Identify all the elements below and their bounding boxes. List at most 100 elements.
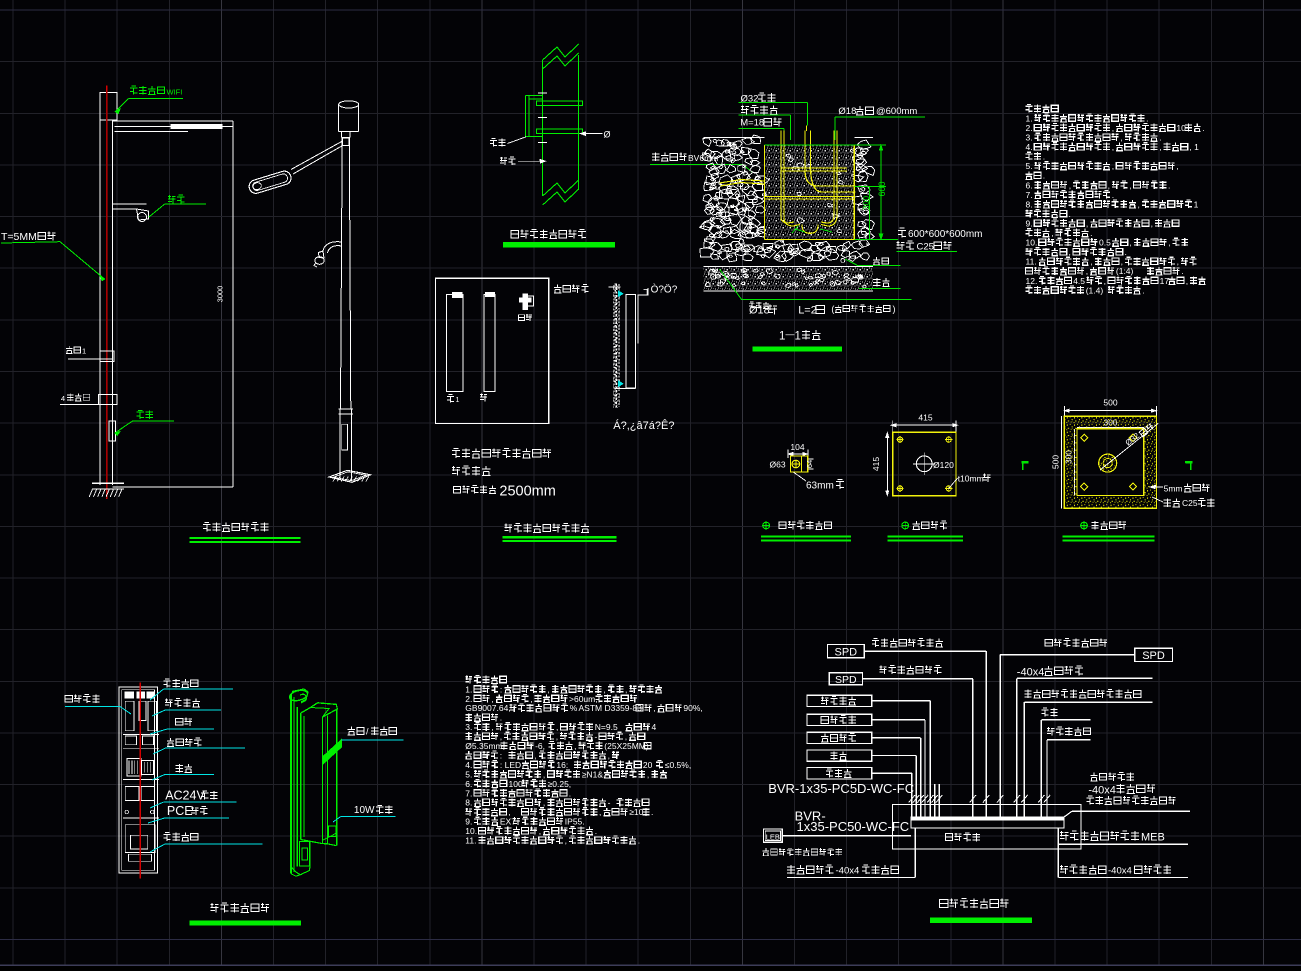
svg-text:BVR-: BVR- [795, 809, 826, 824]
svg-text:1.: 1. [1026, 113, 1033, 123]
svg-text:MEB: MEB [1141, 832, 1165, 844]
svg-text:%: % [570, 703, 578, 713]
svg-text:415: 415 [871, 457, 881, 471]
svg-text:PCE: PCE [167, 804, 193, 818]
svg-text:,: , [547, 684, 549, 694]
svg-text:,: , [491, 722, 493, 732]
svg-text:(1.4): (1.4) [1086, 285, 1104, 295]
svg-text:415: 415 [918, 413, 932, 423]
svg-text:): ) [893, 304, 896, 314]
svg-text:600*600*600mm: 600*600*600mm [908, 229, 983, 240]
svg-text:Ø18: Ø18 [749, 305, 770, 317]
svg-text:SPD: SPD [834, 646, 857, 658]
svg-text:,: , [556, 722, 558, 732]
svg-text:90%,: 90%, [683, 703, 702, 713]
svg-text:300: 300 [861, 196, 871, 210]
svg-text:,: , [653, 703, 655, 713]
svg-text:.: . [1043, 171, 1045, 181]
svg-text:,: , [565, 836, 567, 846]
svg-text:2500mm: 2500mm [499, 483, 555, 499]
svg-text:WIFI: WIFI [167, 88, 183, 97]
svg-text:,: , [603, 684, 605, 694]
svg-text:,: , [491, 694, 493, 704]
svg-text:C25: C25 [917, 242, 934, 253]
svg-text:Á?,¿â7á?Ê?: Á?,¿â7á?Ê? [613, 419, 674, 432]
svg-text:N=9.5: N=9.5 [595, 722, 618, 732]
svg-text:1x35-PC50-WC-FC: 1x35-PC50-WC-FC [797, 819, 910, 834]
svg-text:: LED: : LED [500, 760, 521, 770]
svg-text:1: 1 [779, 330, 785, 342]
svg-text:4.: 4. [1026, 142, 1033, 152]
svg-text:63mm: 63mm [806, 481, 834, 492]
svg-text:≥N1&,: ≥N1&, [582, 769, 606, 779]
svg-text:4: 4 [61, 394, 65, 403]
svg-text:7.: 7. [465, 788, 472, 798]
svg-text:,: , [1051, 228, 1053, 238]
svg-text:,: , [1108, 180, 1110, 190]
svg-text:10: 10 [1176, 123, 1186, 133]
svg-text:5mm: 5mm [1164, 484, 1183, 494]
svg-text:,: , [539, 826, 541, 836]
svg-text:.: . [569, 788, 571, 798]
svg-text:(: ( [831, 304, 834, 314]
svg-text:10W: 10W [354, 805, 375, 816]
svg-text:11.: 11. [1026, 257, 1037, 267]
svg-text:1: 1 [1194, 199, 1199, 209]
svg-text:,: , [1129, 238, 1131, 248]
svg-text:,: , [1159, 142, 1161, 152]
svg-text:,: , [625, 732, 627, 742]
svg-text:IP55.: IP55. [565, 817, 585, 827]
svg-text:5.: 5. [1026, 161, 1033, 171]
svg-text:Ø18: Ø18 [838, 106, 856, 117]
svg-text:BV6mm: BV6mm [688, 153, 718, 163]
svg-text:9.: 9. [465, 817, 472, 827]
svg-text:4.5: 4.5 [1073, 276, 1085, 286]
svg-text:,: , [1112, 142, 1114, 152]
svg-text:,: , [1121, 257, 1123, 267]
svg-text:,: , [1138, 199, 1140, 209]
svg-text:Ø32: Ø32 [741, 94, 759, 105]
svg-text:2.: 2. [465, 694, 472, 704]
svg-text:7.: 7. [1026, 190, 1033, 200]
svg-text:.: . [1043, 152, 1045, 162]
svg-text::: : [500, 684, 502, 694]
svg-text:,: , [1112, 123, 1114, 133]
svg-text:M=18: M=18 [740, 117, 764, 128]
svg-text:.: . [1125, 247, 1127, 257]
svg-text:8.: 8. [1026, 199, 1033, 209]
svg-text:,: , [534, 751, 536, 761]
svg-text:10.: 10. [465, 826, 477, 836]
svg-text:,: , [1151, 219, 1153, 229]
svg-text:,: , [1069, 180, 1071, 190]
svg-text:17: 17 [1160, 276, 1170, 286]
svg-text:.: . [500, 713, 502, 723]
svg-text:.: . [1090, 228, 1092, 238]
svg-text:1: 1 [795, 330, 801, 342]
svg-text:8.: 8. [465, 798, 472, 808]
svg-text:3000: 3000 [216, 286, 225, 303]
svg-text:,: , [608, 751, 610, 761]
svg-text:,: , [1090, 257, 1092, 267]
svg-text:SPD: SPD [835, 674, 857, 686]
svg-text:GB9007.64,: GB9007.64, [465, 703, 510, 713]
svg-text:6.: 6. [465, 779, 472, 789]
svg-text:5.: 5. [465, 769, 472, 779]
svg-text:.: . [1146, 113, 1148, 123]
svg-text:(1:4): (1:4) [1116, 266, 1134, 276]
svg-text:T=5MM: T=5MM [1, 231, 37, 243]
svg-text:,: , [1086, 219, 1088, 229]
svg-text:Ø120: Ø120 [933, 460, 954, 470]
svg-text:,: , [574, 741, 576, 751]
svg-text:-: - [608, 798, 611, 808]
svg-text:600: 600 [877, 181, 887, 196]
svg-text:, 1: , 1 [1189, 142, 1199, 152]
svg-text:-40x4: -40x4 [1108, 866, 1132, 877]
svg-text:11.: 11. [465, 836, 476, 846]
svg-text:20: 20 [643, 760, 653, 770]
svg-text:500: 500 [1051, 455, 1061, 469]
svg-text:,: , [556, 732, 558, 742]
svg-text:.: . [651, 807, 653, 817]
svg-text:.: . [595, 826, 597, 836]
svg-text:,: , [1086, 266, 1088, 276]
svg-text:104: 104 [790, 442, 804, 452]
